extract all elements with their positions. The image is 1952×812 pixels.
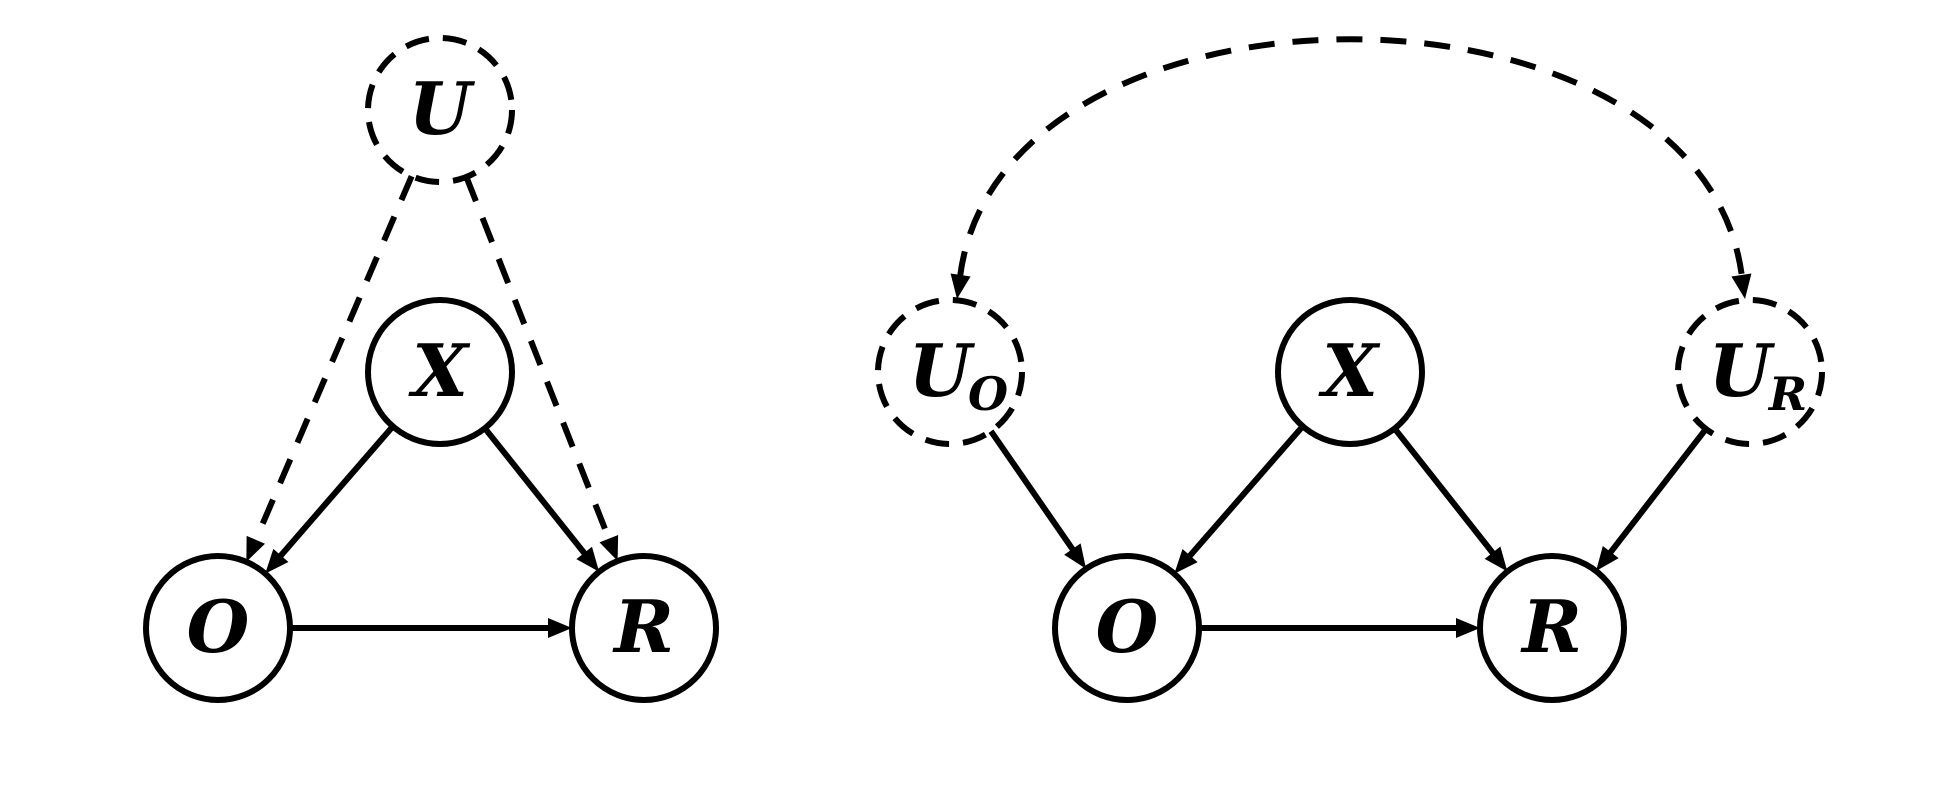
edge-left-x-to-o-head xyxy=(265,548,289,574)
node-right-r-circle xyxy=(1477,553,1627,703)
diagram-left: U X O R xyxy=(143,35,719,703)
node-left-x: X xyxy=(365,297,515,447)
node-right-r: R xyxy=(1477,553,1627,703)
node-left-o-label: O xyxy=(187,584,250,669)
diagram-left-edges xyxy=(246,174,619,638)
node-left-x-circle xyxy=(365,297,515,447)
node-right-o: O xyxy=(1052,553,1202,703)
node-right-uo-subscript: O xyxy=(968,367,1008,421)
node-right-o-circle xyxy=(1052,553,1202,703)
edge-right-x-to-o-head xyxy=(1174,549,1198,574)
edge-right-x-to-r-head xyxy=(1484,546,1508,572)
node-left-x-label: X xyxy=(408,328,471,413)
edge-right-ur-to-uo-head-b xyxy=(1731,273,1752,299)
edge-left-x-to-r-head xyxy=(576,546,600,572)
node-right-x-label: X xyxy=(1318,328,1381,413)
edge-left-o-to-r-head xyxy=(548,618,572,638)
edge-right-x-to-r xyxy=(1392,426,1499,560)
node-left-r-label: R xyxy=(612,584,674,669)
edge-left-u-to-r xyxy=(463,175,614,546)
node-right-uo-circle xyxy=(875,297,1025,447)
node-left-r: R xyxy=(569,553,719,703)
node-right-ur-label: U xyxy=(1709,328,1776,413)
node-right-uo: UO xyxy=(875,297,1025,447)
node-right-o-label: O xyxy=(1096,584,1159,669)
node-right-ur: UR xyxy=(1675,297,1825,447)
node-right-x: X xyxy=(1275,297,1425,447)
node-left-o-circle xyxy=(143,553,293,703)
node-right-ur-subscript: R xyxy=(1767,367,1807,421)
edge-right-ur-to-uo xyxy=(957,36,1745,278)
node-left-u-circle xyxy=(365,35,515,185)
node-left-r-circle xyxy=(569,553,719,703)
node-right-x-circle xyxy=(1275,297,1425,447)
node-left-u-label: U xyxy=(409,66,476,151)
edge-right-uo-to-o xyxy=(988,429,1079,556)
edge-left-u-to-o-head xyxy=(246,535,266,562)
edge-left-u-to-r-head xyxy=(599,535,619,562)
node-left-o: O xyxy=(143,553,293,703)
node-right-r-label: R xyxy=(1520,584,1582,669)
edge-right-x-to-o xyxy=(1183,424,1305,563)
node-left-u: U xyxy=(365,35,515,185)
edges-layer xyxy=(246,36,1752,638)
edge-left-x-to-o xyxy=(274,424,396,562)
diagram-right-edges xyxy=(950,36,1752,638)
node-right-uo-label: U xyxy=(909,328,976,413)
edge-right-ur-to-uo-head-a xyxy=(950,273,971,299)
edge-right-ur-to-r-head xyxy=(1596,545,1619,572)
edge-left-u-to-o xyxy=(250,174,415,547)
edge-left-x-to-r xyxy=(482,426,591,560)
edge-right-ur-to-r xyxy=(1604,427,1709,559)
node-right-ur-circle xyxy=(1675,297,1825,447)
edge-right-o-to-r-head xyxy=(1456,618,1480,638)
edge-right-uo-to-o-head xyxy=(1064,543,1087,569)
